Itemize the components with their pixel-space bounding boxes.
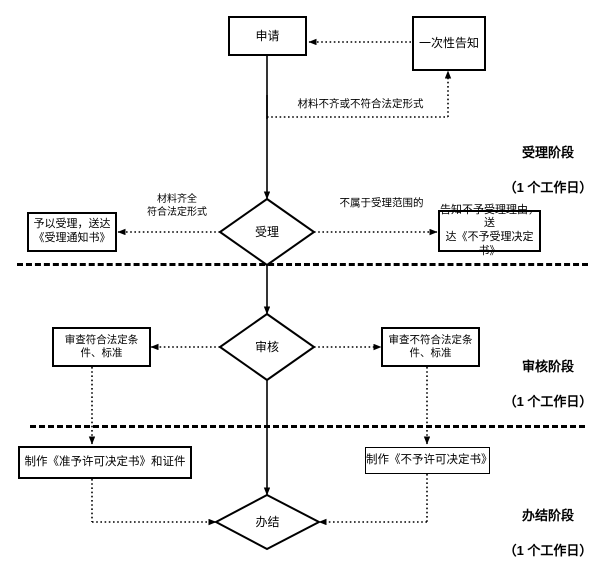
node-accept-yes[interactable]: 予以受理，送达 《受理通知书》 <box>27 212 117 252</box>
node-make-permit[interactable]: 制作《准予许可决定书》和证件 <box>18 446 192 479</box>
stage-label-accept: 受理阶段 （1 个工作日） <box>497 126 599 196</box>
node-accept-label[interactable]: 受理 <box>254 224 279 239</box>
stage-accept-name: 受理阶段 <box>521 144 574 160</box>
stage-label-review: 审核阶段 （1 个工作日） <box>497 340 599 410</box>
stage-divider-1 <box>17 263 588 266</box>
node-one-time-notice[interactable]: 一次性告知 <box>412 16 486 71</box>
node-accept-no[interactable]: 告知不予受理理由，送 达《不予受理决定书》 <box>438 203 541 257</box>
node-apply[interactable]: 申请 <box>228 16 307 56</box>
stage-finish-name: 办结阶段 <box>521 507 574 523</box>
edge-label-incomplete: 材料不齐或不符合法定形式 <box>297 98 424 110</box>
stage-finish-duration: （1 个工作日） <box>503 542 593 558</box>
edge-label-accept-yes: 材料齐全 符合法定形式 <box>147 194 207 218</box>
stage-review-duration: （1 个工作日） <box>503 393 593 409</box>
stage-divider-2 <box>30 425 585 428</box>
node-review-pass[interactable]: 审查符合法定条 件、标准 <box>52 327 151 367</box>
stage-label-finish: 办结阶段 （1 个工作日） <box>497 489 599 559</box>
node-make-refuse[interactable]: 制作《不予许可决定书》 <box>365 447 493 474</box>
node-review-label[interactable]: 审核 <box>254 339 279 354</box>
node-review-fail[interactable]: 审查不符合法定条 件、标准 <box>381 327 480 367</box>
node-finish-label[interactable]: 办结 <box>255 514 280 529</box>
edge-label-accept-no: 不属于受理范围的 <box>339 197 424 209</box>
stage-accept-duration: （1 个工作日） <box>503 179 593 195</box>
stage-review-name: 审核阶段 <box>521 358 574 374</box>
